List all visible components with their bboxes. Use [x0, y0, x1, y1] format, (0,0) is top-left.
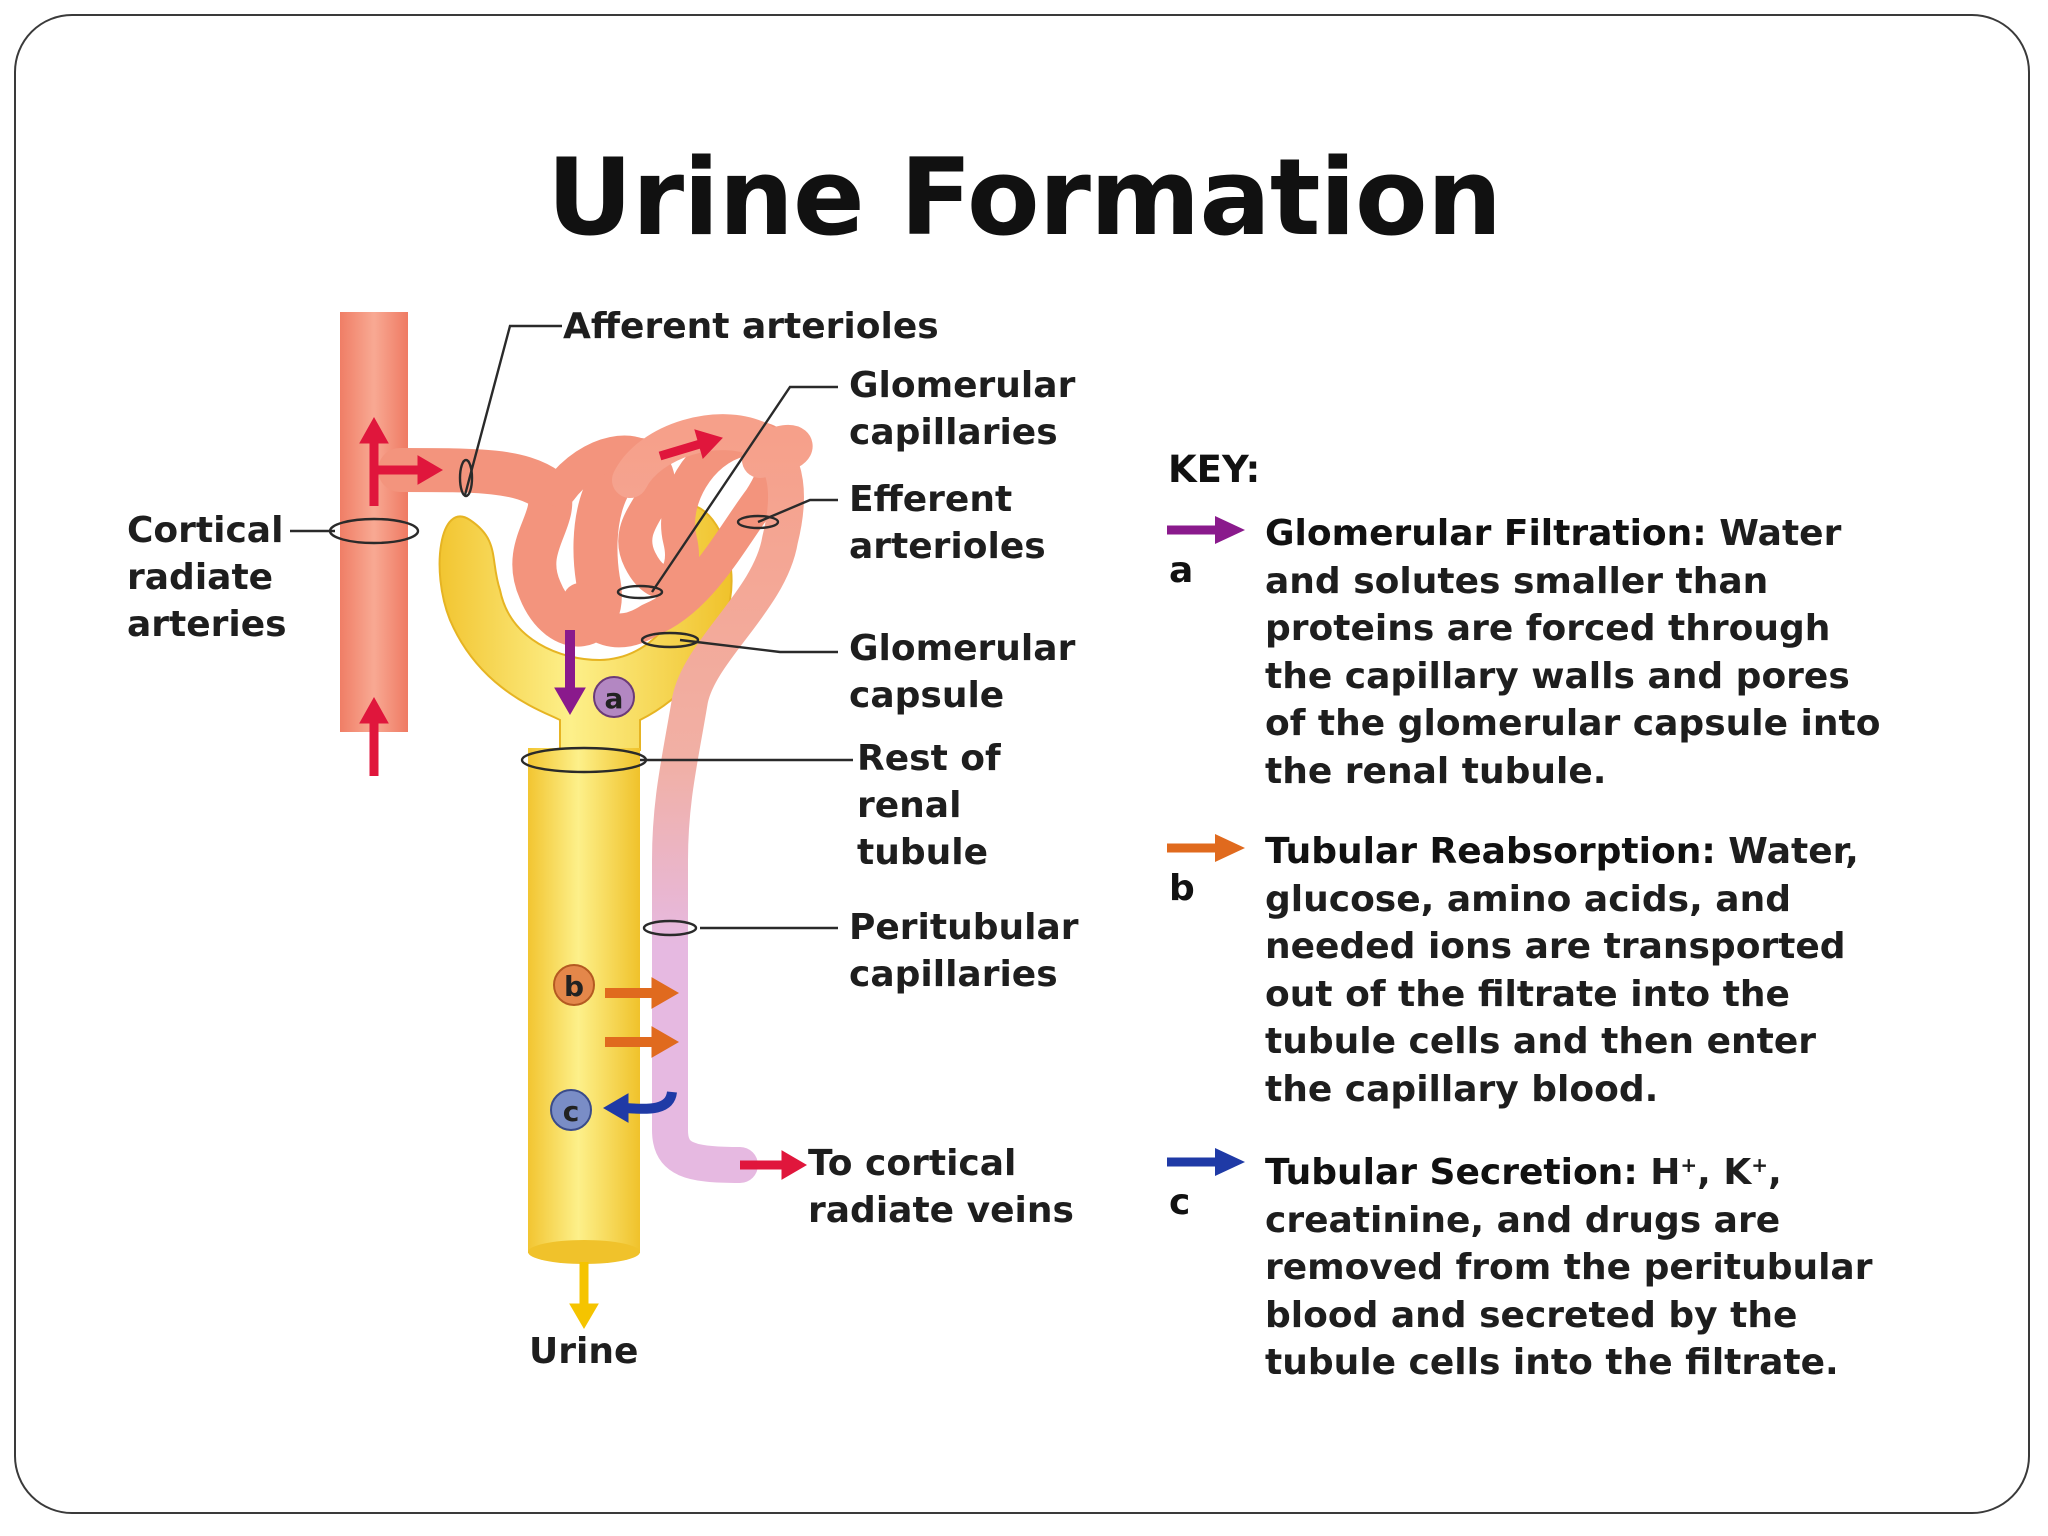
- label-rest-of-renal-tubule: Rest of renal tubule: [857, 738, 1001, 873]
- marker-c: c: [550, 1089, 592, 1131]
- key-desc-secretion: creatinine, and drugs are removed from t…: [1265, 1199, 1873, 1384]
- marker-b: b: [553, 964, 595, 1006]
- ion-list-comma: ,: [1768, 1152, 1782, 1193]
- slide-frame: [14, 14, 2030, 1514]
- afferent-arteriole: [378, 438, 662, 647]
- key-text-reabsorption: Tubular Reabsorption: Water, glucose, am…: [1265, 828, 1885, 1113]
- key-title-secretion: Tubular Secretion:: [1265, 1152, 1638, 1193]
- key-text-filtration: Glomerular Filtration: Water and solutes…: [1265, 510, 1885, 795]
- key-arrow-a-icon: [1167, 516, 1245, 544]
- svg-text:c: c: [563, 1095, 580, 1128]
- key-letter-c: c: [1169, 1182, 1191, 1223]
- svg-text:a: a: [605, 682, 624, 715]
- cortical-radiate-artery: [340, 312, 408, 732]
- key-letter-a: a: [1169, 550, 1194, 591]
- ion-h-charge: +: [1680, 1153, 1698, 1177]
- key-arrow-b-icon: [1167, 834, 1245, 862]
- label-glomerular-capsule: Glomerular capsule: [849, 628, 1076, 716]
- key-arrow-c-icon: [1167, 1148, 1245, 1176]
- label-peritubular-capillaries: Peritubular capillaries: [849, 907, 1079, 995]
- label-glomerular-capillaries: Glomerular capillaries: [849, 365, 1076, 453]
- filtration-arrow: [554, 630, 586, 716]
- key-heading: KEY:: [1168, 448, 1261, 491]
- slide-title: Urine Formation: [546, 136, 1502, 259]
- leader-lines: [290, 324, 853, 937]
- red-flow-arrows: [359, 416, 807, 1180]
- reabsorption-arrows: [605, 977, 680, 1058]
- label-to-cortical-radiate-veins: To cortical radiate veins: [808, 1143, 1074, 1231]
- glomerular-capillaries-shape: [543, 421, 794, 648]
- svg-text:b: b: [564, 970, 584, 1003]
- key-desc-reabsorption: Water, glucose, amino acids, and needed …: [1265, 831, 1859, 1110]
- secretion-arrow: [603, 1090, 677, 1123]
- efferent-to-peritubular: [612, 414, 813, 1183]
- label-afferent-arterioles: Afferent arterioles: [563, 306, 939, 347]
- key-title-reabsorption: Tubular Reabsorption:: [1265, 831, 1716, 872]
- label-efferent-arterioles: Efferent arterioles: [849, 479, 1046, 567]
- ion-h: H: [1650, 1152, 1681, 1193]
- label-cortical-radiate-arteries: Cortical radiate arteries: [127, 510, 287, 645]
- label-urine: Urine: [529, 1331, 639, 1372]
- key-text-secretion: Tubular Secretion: H+, K+, creatinine, a…: [1265, 1152, 1873, 1384]
- ion-k-charge: +: [1751, 1153, 1769, 1177]
- ion-k: K: [1723, 1152, 1752, 1193]
- urine-arrow: [569, 1262, 599, 1329]
- key-title-filtration: Glomerular Filtration:: [1265, 513, 1707, 554]
- marker-a: a: [593, 676, 635, 718]
- key-letter-b: b: [1169, 868, 1195, 909]
- key-desc-filtration: Water and solutes smaller than proteins …: [1265, 513, 1881, 792]
